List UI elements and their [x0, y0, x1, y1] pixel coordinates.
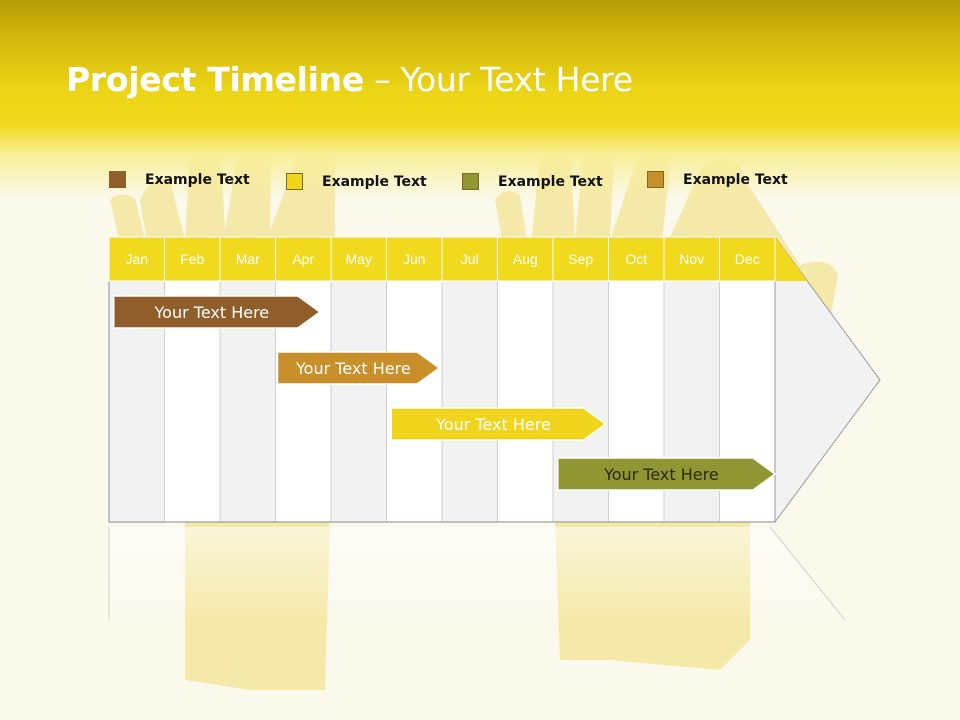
- month-label: May: [346, 251, 372, 267]
- month-label: Mar: [236, 251, 260, 267]
- legend-label: Example Text: [145, 172, 250, 188]
- title-rest: – Your Text Here: [363, 60, 633, 99]
- task-bar: [113, 295, 322, 329]
- month-header-cell: [719, 236, 776, 282]
- month-header-cell: [608, 236, 665, 282]
- header-band: [0, 0, 960, 200]
- month-header: Jan Feb Mar Apr May Jun Jul Aug Sep Oct Nov Dec: [108, 236, 776, 282]
- month-label: Dec: [735, 251, 760, 267]
- month-label: Aug: [513, 251, 538, 267]
- month-header-cell: [275, 236, 332, 282]
- month-label: Oct: [625, 251, 647, 267]
- month-label: Jul: [461, 251, 479, 267]
- task-bar: [276, 351, 441, 385]
- legend-swatch: [647, 171, 664, 188]
- title-bold: Project Timeline: [66, 60, 364, 99]
- month-header-cell: [386, 236, 443, 282]
- month-column: [497, 280, 554, 523]
- month-label: Apr: [292, 251, 314, 267]
- legend-label: Example Text: [322, 174, 427, 190]
- month-header-cell: [497, 236, 554, 282]
- legend-swatch: [286, 173, 303, 190]
- month-header-cell: [108, 236, 165, 282]
- task-label: Your Text Here: [435, 415, 551, 434]
- legend-label: Example Text: [683, 172, 788, 188]
- task-label: Your Text Here: [154, 303, 270, 322]
- month-column: [386, 280, 443, 523]
- month-header-cell: [164, 236, 221, 282]
- arrow-header-fill: [775, 237, 808, 281]
- task-bar: [557, 457, 777, 491]
- legend-label: Example Text: [498, 174, 603, 190]
- month-label: Jun: [403, 251, 426, 267]
- legend-swatch: [109, 171, 126, 188]
- month-column: [330, 280, 387, 523]
- page-title: Project Timeline – Your Text Here: [66, 60, 633, 99]
- month-label: Feb: [180, 251, 204, 267]
- task-bar: [390, 407, 608, 441]
- month-label: Sep: [568, 251, 593, 267]
- task-label: Your Text Here: [603, 465, 719, 484]
- task-label: Your Text Here: [295, 359, 411, 378]
- month-label: Nov: [679, 251, 704, 267]
- month-label: Jan: [125, 251, 148, 267]
- month-column: [441, 280, 498, 523]
- month-header-cell: [441, 236, 498, 282]
- legend-swatch: [462, 173, 479, 190]
